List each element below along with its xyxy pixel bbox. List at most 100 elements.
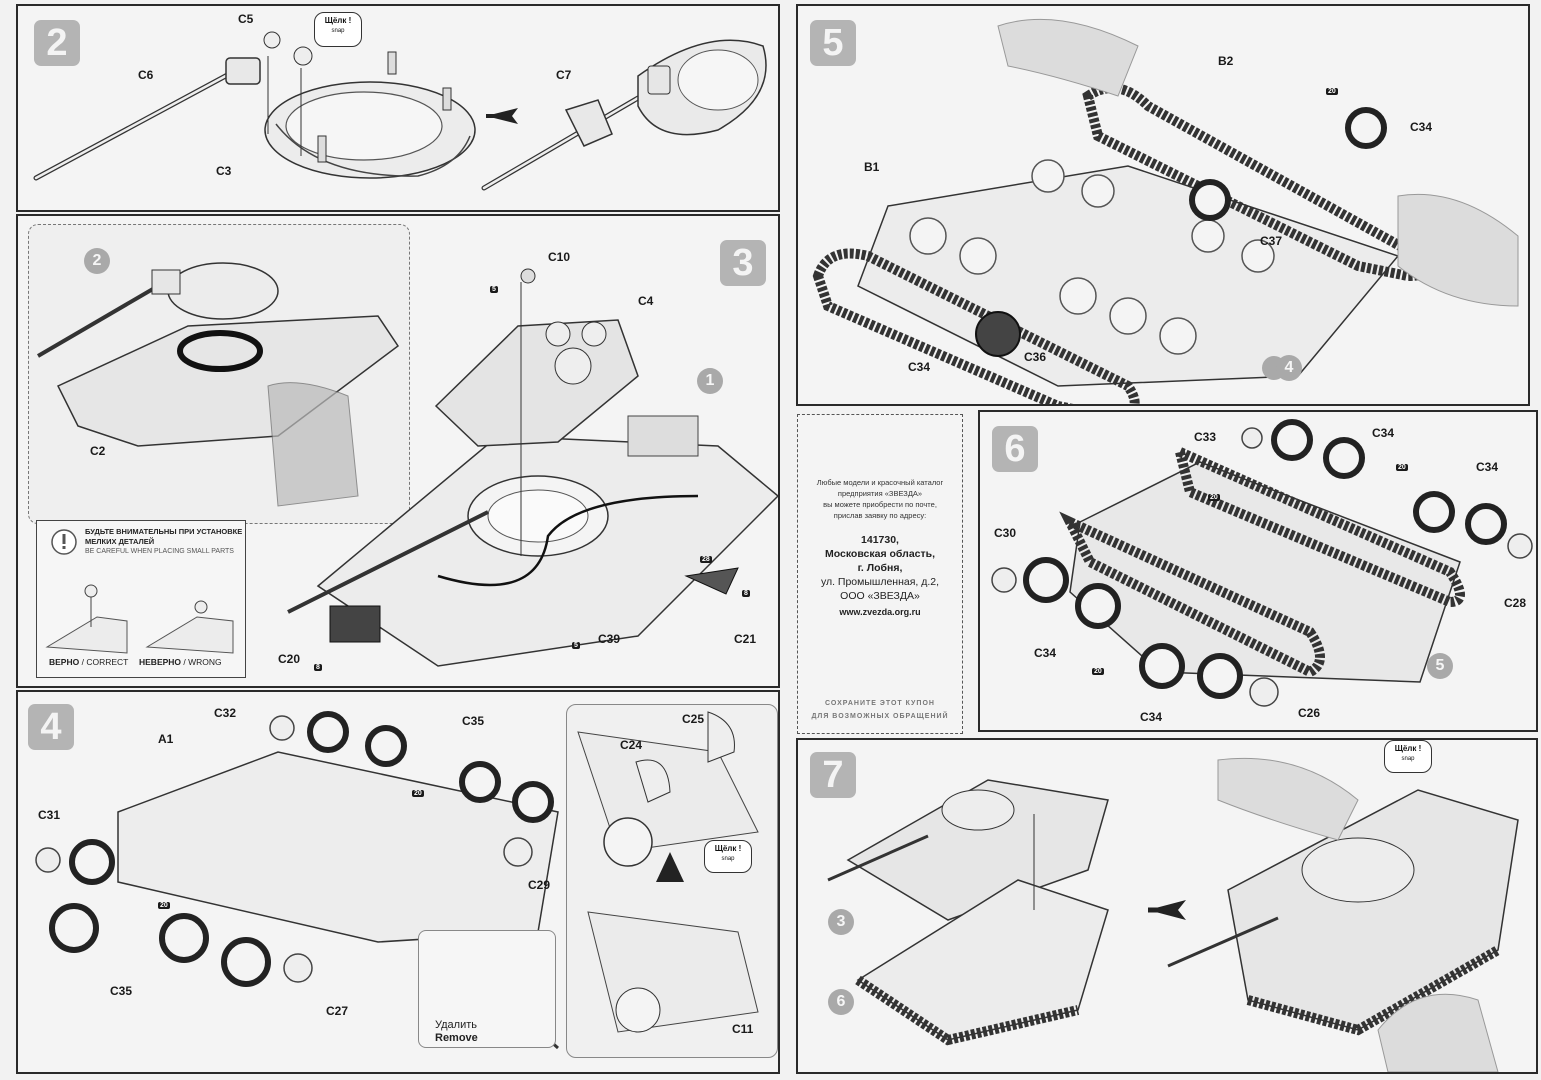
part-label-c27: C27 xyxy=(326,1004,349,1018)
coupon-line2: предприятия «ЗВЕЗДА» xyxy=(837,489,923,498)
wrong-label: НЕВЕРНО / WRONG xyxy=(139,657,222,667)
coupon-street: ул. Промышленная, д.2, xyxy=(820,576,940,588)
warning-title-line2: МЕЛКИХ ДЕТАЛЕЙ xyxy=(85,537,155,546)
snap-burst: Щёлк ! snap xyxy=(314,12,362,47)
part-label-c34-5a: C34 xyxy=(1410,120,1433,134)
tracks-illustration xyxy=(812,18,1519,404)
coupon-line3: вы можете приобрести по почте, xyxy=(823,500,937,509)
snap-burst: Щёлк ! snap xyxy=(704,840,752,873)
paint-badge: 8 xyxy=(314,664,322,671)
remove-label-ru: Удалить xyxy=(435,1019,477,1031)
warning-title-line1: БУДЬТЕ ВНИМАТЕЛЬНЫ ПРИ УСТАНОВКЕ xyxy=(85,527,243,536)
part-label-c25: C25 xyxy=(682,712,705,726)
part-label-c2: C2 xyxy=(90,444,106,458)
part-label-c7: C7 xyxy=(556,68,572,82)
step-4-panel: 4 A1 C32 C35 C31 xyxy=(16,690,780,1074)
part-label-b2: B2 xyxy=(1218,54,1234,68)
step-6-panel: 6 C33 C34 C34 C30 C28 C34 C34 C26 5 20 2… xyxy=(978,410,1538,732)
part-label-c20: C20 xyxy=(278,652,301,666)
step-2-panel: 2 C5 Щёлк ! snap C6 C3 C7 xyxy=(16,4,780,212)
snap-text-ru: Щёлк ! xyxy=(714,844,742,853)
part-label-c30: C30 xyxy=(994,526,1017,540)
part-label-c29: C29 xyxy=(528,878,551,892)
step-5-panel: 5 B2 B1 C34 C37 C34 C36 xyxy=(796,4,1530,406)
coupon-city: г. Лобня, xyxy=(857,562,903,574)
final-assembly-illustration xyxy=(827,757,1519,1072)
paint-badge: 20 xyxy=(1092,668,1104,675)
paint-badge: 20 xyxy=(158,902,170,909)
snap-text-en: snap xyxy=(331,28,345,34)
paint-badge: 5 xyxy=(490,286,498,293)
part-label-a1: A1 xyxy=(158,732,174,746)
part-label-c28: C28 xyxy=(1504,596,1527,610)
coupon-website[interactable]: www.zvezda.org.ru xyxy=(839,607,921,617)
correct-label: ВЕРНО / CORRECT xyxy=(49,657,129,667)
subassembly-ref-5: 5 xyxy=(1427,653,1453,679)
correct-en: CORRECT xyxy=(86,657,129,667)
part-label-c34-5b: C34 xyxy=(908,360,931,374)
step-number: 6 xyxy=(992,426,1038,472)
warning-title: БУДЬТЕ ВНИМАТЕЛЬНЫ ПРИ УСТАНОВКЕ МЕЛКИХ … xyxy=(85,527,242,547)
snap-text-en: snap xyxy=(721,856,735,862)
part-label-c21: C21 xyxy=(734,632,757,646)
subassembly-ref-4: 4 xyxy=(1276,355,1302,381)
subassembly-ref-3: 3 xyxy=(828,909,854,935)
paint-badge: 28 xyxy=(700,556,712,563)
part-label-c10: C10 xyxy=(548,250,571,264)
part-label-c4: C4 xyxy=(638,294,654,308)
remove-detail-inset: Удалить Remove xyxy=(418,930,556,1048)
order-coupon: Любые модели и красочный каталог предпри… xyxy=(797,414,963,734)
step-number: 7 xyxy=(810,752,856,798)
part-label-c39: C39 xyxy=(598,632,621,646)
part-label-c11: C11 xyxy=(732,1022,754,1036)
part-label-c33: C33 xyxy=(1194,430,1217,444)
coupon-intro: Любые модели и красочный каталог предпри… xyxy=(798,477,962,521)
hull-turret-illustration xyxy=(36,262,778,667)
part-label-c24: C24 xyxy=(620,738,643,752)
coupon-zip: 141730, xyxy=(861,534,899,546)
part-label-c34-6b: C34 xyxy=(1476,460,1499,474)
coupon-footer-line1: СОХРАНИТЕ ЭТОТ КУПОН xyxy=(825,700,935,707)
snap-text-en: snap xyxy=(1401,756,1415,762)
wrong-en: WRONG xyxy=(188,657,222,667)
turret-gun-illustration xyxy=(33,31,767,191)
coupon-line4: прислав заявку по адресу: xyxy=(833,511,927,520)
paint-badge: 5 xyxy=(572,642,580,649)
paint-badge: 8 xyxy=(742,590,750,597)
part-label-c35-top: C35 xyxy=(462,714,485,728)
step-number: 3 xyxy=(720,240,766,286)
part-label-c26: C26 xyxy=(1298,706,1321,720)
wrong-ru: НЕВЕРНО xyxy=(139,657,182,667)
part-label-c34-6c: C34 xyxy=(1034,646,1057,660)
part-label-c31: C31 xyxy=(38,808,61,822)
warning-illustration xyxy=(45,584,234,654)
correct-ru: ВЕРНО xyxy=(49,657,80,667)
paint-badge: 20 xyxy=(412,790,424,797)
snap-text-ru: Щёлк ! xyxy=(1394,744,1422,753)
coupon-region: Московская область, xyxy=(824,548,936,560)
part-label-c32: C32 xyxy=(214,706,237,720)
part-label-c37: C37 xyxy=(1260,234,1283,248)
part-label-c5: C5 xyxy=(238,12,254,26)
remove-label-en: Remove xyxy=(435,1032,478,1044)
coupon-footer-line2: ДЛЯ ВОЗМОЖНЫХ ОБРАЩЕНИЙ xyxy=(811,713,949,720)
step-7-panel: 7 3 6 Щёлк ! snap xyxy=(796,738,1538,1074)
small-parts-warning: БУДЬТЕ ВНИМАТЕЛЬНЫ ПРИ УСТАНОВКЕ МЕЛКИХ … xyxy=(36,520,246,678)
subassembly-ref-1: 1 xyxy=(697,368,723,394)
snap-text-ru: Щёлк ! xyxy=(324,16,352,25)
part-label-c6: C6 xyxy=(138,68,154,82)
paint-badge: 20 xyxy=(1396,464,1408,471)
warning-icon xyxy=(51,529,77,555)
coupon-footer: СОХРАНИТЕ ЭТОТ КУПОН ДЛЯ ВОЗМОЖНЫХ ОБРАЩ… xyxy=(798,697,962,723)
paint-badge: 20 xyxy=(1326,88,1338,95)
step-number: 2 xyxy=(34,20,80,66)
warning-subtitle: BE CAREFUL WHEN PLACING SMALL PARTS xyxy=(85,548,234,555)
coupon-line1: Любые модели и красочный каталог xyxy=(816,478,944,487)
coupon-company: ООО «ЗВЕЗДА» xyxy=(840,590,920,602)
step-number: 4 xyxy=(28,704,74,750)
part-label-c34-6a: C34 xyxy=(1372,426,1395,440)
chassis-wheels-illustration xyxy=(35,711,759,1050)
wheels-install-illustration xyxy=(991,419,1533,707)
snap-burst: Щёлк ! snap xyxy=(1384,740,1432,773)
part-label-c3: C3 xyxy=(216,164,232,178)
